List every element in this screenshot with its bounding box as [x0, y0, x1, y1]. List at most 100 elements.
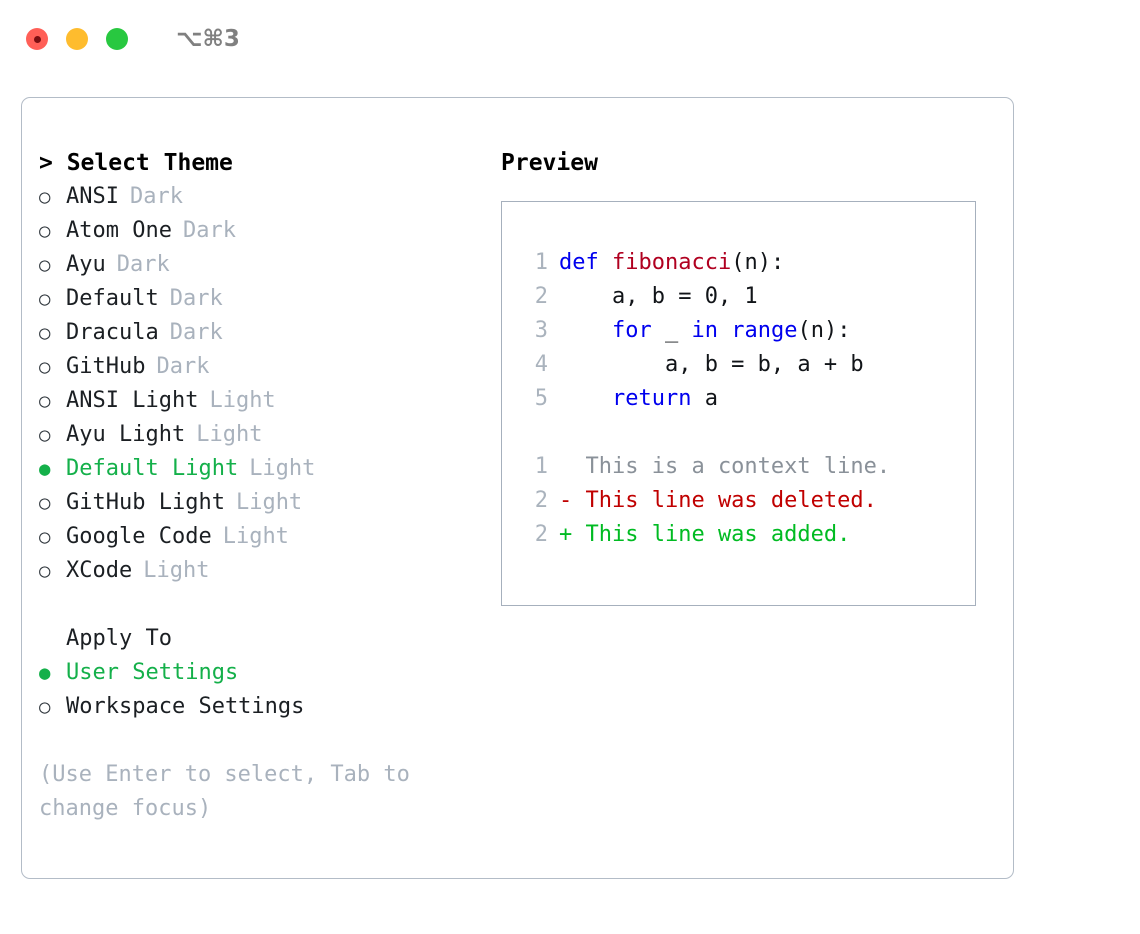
theme-list: ○ ANSI Dark ○ Atom One Dark ○ Ayu Dark — [39, 180, 489, 588]
code-token: def — [559, 250, 612, 275]
select-theme-header: > Select Theme — [39, 150, 233, 176]
code-line: 5 return a — [520, 382, 975, 416]
code-token: (n): — [731, 250, 785, 275]
apply-to-list: ● User Settings ○ Workspace Settings — [39, 656, 489, 724]
code-line: 1 def fibonacci(n): — [520, 246, 975, 280]
theme-tag: Dark — [182, 218, 236, 243]
radio-icon[interactable]: ○ — [39, 186, 51, 208]
radio-icon[interactable]: ○ — [39, 492, 51, 514]
code-line: 4 a, b = b, a + b — [520, 348, 975, 382]
list-item-selected[interactable]: ● User Settings — [39, 656, 489, 690]
code-token — [559, 314, 612, 348]
theme-picker-column: > Select Theme ○ ANSI Dark ○ Atom One Da… — [39, 146, 489, 826]
code-token: a — [691, 386, 718, 411]
theme-label: Default Light — [66, 456, 239, 481]
list-item[interactable]: ○ ANSI Light Light — [39, 384, 489, 418]
keyboard-hint-text: (Use Enter to select, Tab to change focu… — [39, 762, 410, 821]
window-controls — [26, 28, 128, 50]
theme-label: ANSI — [66, 184, 119, 209]
theme-tag: Dark — [169, 286, 223, 311]
theme-tag: Dark — [116, 252, 170, 277]
list-item-selected[interactable]: ● Default Light Light — [39, 452, 489, 486]
theme-label: GitHub — [66, 354, 146, 379]
apply-to-label: User Settings — [66, 660, 239, 685]
theme-label: Ayu Light — [66, 422, 186, 447]
list-item[interactable]: ○ Atom One Dark — [39, 214, 489, 248]
keyboard-shortcut-label: ⌥⌘3 — [176, 26, 240, 52]
theme-label: Default — [66, 286, 159, 311]
code-token: in — [691, 318, 718, 343]
code-line: 2 a, b = 0, 1 — [520, 280, 975, 314]
diff-text: This is a context line. — [559, 454, 891, 479]
line-number: 2 — [534, 522, 548, 547]
theme-tag: Light — [222, 524, 289, 549]
preview-header: Preview — [501, 150, 598, 176]
radio-icon[interactable]: ○ — [39, 526, 51, 548]
radio-icon[interactable]: ○ — [39, 390, 51, 412]
code-token: return — [611, 386, 692, 411]
code-token: fibonacci — [611, 250, 732, 275]
diff-line-context: 1 This is a context line. — [520, 450, 975, 484]
line-number: 5 — [534, 386, 548, 411]
line-number: 1 — [534, 454, 548, 479]
radio-icon[interactable]: ○ — [39, 424, 51, 446]
close-indicator-dot — [33, 35, 41, 43]
list-item[interactable]: ○ Dracula Dark — [39, 316, 489, 350]
maximize-button[interactable] — [106, 28, 128, 50]
theme-tag: Light — [143, 558, 210, 583]
theme-label: Atom One — [66, 218, 172, 243]
theme-label: Google Code — [66, 524, 212, 549]
radio-icon[interactable]: ○ — [39, 696, 51, 718]
list-item[interactable]: ○ GitHub Light Light — [39, 486, 489, 520]
line-number: 2 — [534, 488, 548, 513]
line-number: 1 — [534, 250, 548, 275]
radio-icon[interactable]: ○ — [39, 322, 51, 344]
radio-icon[interactable]: ○ — [39, 220, 51, 242]
radio-icon[interactable]: ○ — [39, 356, 51, 378]
list-item[interactable]: ○ ANSI Dark — [39, 180, 489, 214]
diff-text: + This line was added. — [559, 522, 851, 547]
radio-icon-selected[interactable]: ● — [39, 458, 51, 480]
theme-tag: Dark — [169, 320, 223, 345]
list-item[interactable]: ○ GitHub Dark — [39, 350, 489, 384]
code-token — [559, 382, 612, 416]
close-button[interactable] — [26, 28, 48, 50]
diff-line-deleted: 2 - This line was deleted. — [520, 484, 975, 518]
diff-text: - This line was deleted. — [559, 488, 877, 513]
theme-tag: Dark — [129, 184, 183, 209]
preview-gap — [520, 416, 975, 450]
code-token: range — [731, 318, 798, 343]
preview-box: 1 def fibonacci(n): 2 a, b = 0, 1 3 for … — [501, 201, 976, 606]
code-token: _ — [651, 318, 692, 343]
apply-to-header-indent: · — [39, 622, 66, 656]
theme-tag: Light — [196, 422, 263, 447]
list-item[interactable]: ○ Ayu Dark — [39, 248, 489, 282]
theme-tag: Dark — [156, 354, 210, 379]
apply-to-header-label: Apply To — [66, 626, 172, 651]
theme-label: GitHub Light — [66, 490, 225, 515]
theme-label: XCode — [66, 558, 133, 583]
minimize-button[interactable] — [66, 28, 88, 50]
list-divider-space — [39, 588, 489, 622]
radio-icon[interactable]: ○ — [39, 560, 51, 582]
line-number: 3 — [534, 318, 548, 343]
list-item[interactable]: ○ Ayu Light Light — [39, 418, 489, 452]
radio-icon[interactable]: ○ — [39, 288, 51, 310]
theme-label: Ayu — [66, 252, 106, 277]
code-token: for — [611, 318, 652, 343]
theme-tag: Light — [235, 490, 303, 515]
list-item[interactable]: ○ XCode Light — [39, 554, 489, 588]
line-number: 4 — [534, 352, 548, 377]
code-token: a, b = b, a + b — [559, 352, 864, 377]
radio-icon[interactable]: ○ — [39, 254, 51, 276]
code-token: (n): — [797, 318, 851, 343]
code-line: 3 for _ in range(n): — [520, 314, 975, 348]
list-item[interactable]: ○ Workspace Settings — [39, 690, 489, 724]
list-item[interactable]: ○ Google Code Light — [39, 520, 489, 554]
apply-to-header: · Apply To — [39, 622, 489, 656]
list-item[interactable]: ○ Default Dark — [39, 282, 489, 316]
radio-icon-selected[interactable]: ● — [39, 662, 51, 684]
apply-to-label: Workspace Settings — [66, 694, 305, 719]
window-titlebar: ⌥⌘3 — [0, 0, 1140, 78]
